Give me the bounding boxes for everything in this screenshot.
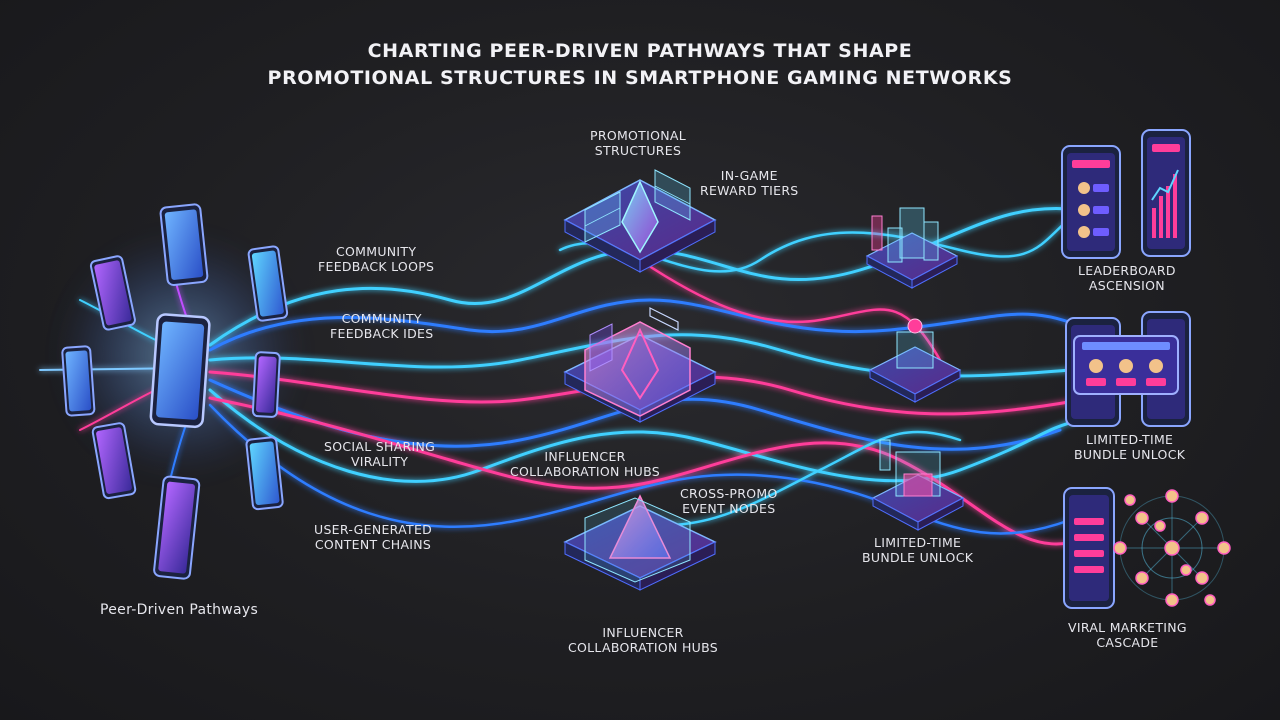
label-leaderboard-ascension: LEADERBOARD ASCENSION <box>1078 263 1176 293</box>
phone-left-mid-right <box>251 351 281 418</box>
phone-left-lower-left <box>91 422 137 500</box>
label-social-sharing-virality: SOCIAL SHARING VIRALITY <box>324 439 436 469</box>
phone-left-center <box>149 313 211 429</box>
label-influencer-collaboration-hubs-mid: INFLUENCER COLLABORATION HUBS <box>510 449 661 479</box>
title-line-1: CHARTING PEER-DRIVEN PATHWAYS THAT SHAPE <box>367 40 913 62</box>
phone-leaderboard-right <box>1141 129 1191 257</box>
phone-left-mid-left <box>61 345 96 417</box>
phone-leaderboard-left <box>1061 145 1121 259</box>
phone-left-top <box>159 203 209 286</box>
bundle-popup-card <box>1073 335 1179 395</box>
phone-left-lower-right <box>245 436 284 511</box>
phone-left-bottom <box>153 475 201 580</box>
phone-viral-cascade <box>1063 487 1115 609</box>
node-reward-tower <box>865 207 959 289</box>
label-limited-time-bundle-unlock-right: LIMITED-TIME BUNDLE UNLOCK <box>1074 432 1186 462</box>
label-limited-time-bundle-unlock-mid: LIMITED-TIME BUNDLE UNLOCK <box>862 535 974 565</box>
label-community-feedback-loops: COMMUNITY FEEDBACK LOOPS <box>318 244 435 274</box>
title-line-2: PROMOTIONAL STRUCTURES IN SMARTPHONE GAM… <box>267 67 1013 89</box>
viral-network-avatars <box>1113 489 1231 607</box>
node-promotional-structures <box>563 169 717 273</box>
phone-cluster-left <box>61 203 289 580</box>
flow-line-cyan-lower <box>208 388 1082 483</box>
node-influencer-collaboration-hub-bottom <box>563 494 717 591</box>
label-community-feedback-ides: COMMUNITY FEEDBACK IDES <box>330 311 434 341</box>
label-user-generated-content-chains: USER-GENERATED CONTENT CHAINS <box>314 522 433 552</box>
flow-line-cyan-bottom <box>618 430 962 527</box>
phone-left-upper-right <box>247 245 289 322</box>
phone-left-upper-left <box>89 255 136 331</box>
flow-line-blue-upper <box>208 298 1092 352</box>
page-title: CHARTING PEER-DRIVEN PATHWAYS THAT SHAPE… <box>0 38 1280 92</box>
label-promotional-structures: PROMOTIONAL STRUCTURES <box>590 128 687 158</box>
label-viral-marketing-cascade: VIRAL MARKETING CASCADE <box>1068 620 1187 650</box>
label-influencer-collaboration-hubs-bottom: INFLUENCER COLLABORATION HUBS <box>568 625 719 655</box>
label-in-game-reward-tiers: IN-GAME REWARD TIERS <box>700 168 799 198</box>
node-influencer-collaboration-hub-mid <box>563 307 717 423</box>
node-bundle-unlock-cube <box>871 439 965 531</box>
node-cross-promo-core <box>868 318 962 403</box>
label-peer-driven-pathways: Peer-Driven Pathways <box>100 602 259 618</box>
label-cross-promo-event-nodes: CROSS-PROMO EVENT NODES <box>680 486 778 516</box>
flow-line-pink-top <box>638 258 942 362</box>
